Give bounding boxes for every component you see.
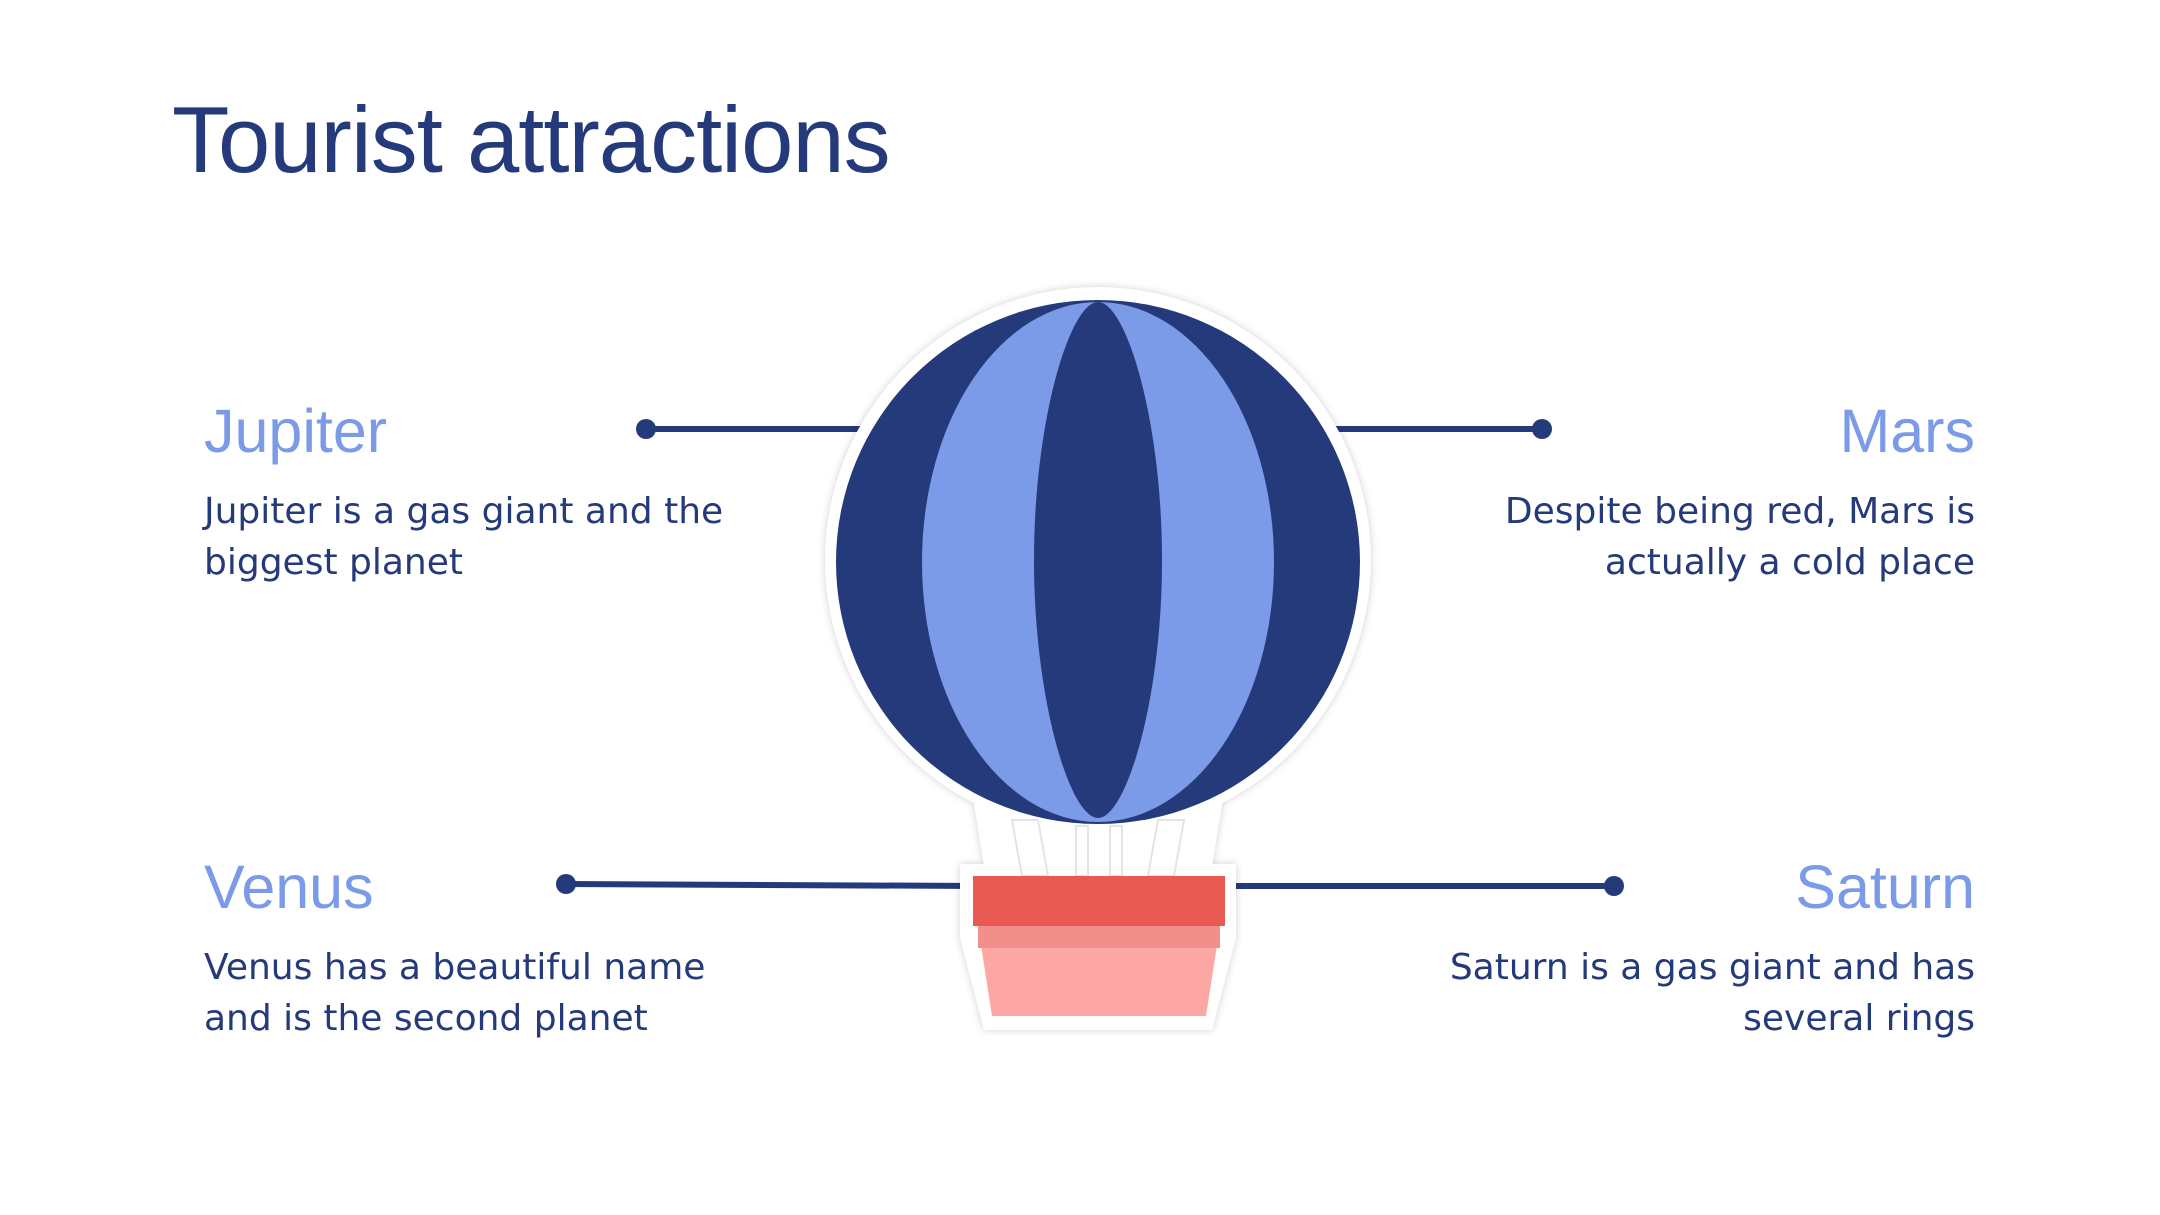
connector-jupiter xyxy=(636,419,870,439)
mars-title: Mars xyxy=(1839,397,1975,465)
jupiter-description: Jupiter is a gas giant and the biggest p… xyxy=(204,491,724,583)
connector-saturn xyxy=(1220,876,1624,896)
saturn-title: Saturn xyxy=(1795,853,1975,921)
venus-title: Venus xyxy=(204,853,374,921)
page-title: Tourist attractions xyxy=(172,87,891,192)
connector-venus xyxy=(556,874,981,894)
jupiter-title: Jupiter xyxy=(204,397,388,465)
venus-description: Venus has a beautiful name and is the se… xyxy=(204,947,706,1039)
connector-mars xyxy=(1320,419,1552,439)
hot-air-balloon-icon xyxy=(825,287,1371,1030)
mars-description: Despite being red, Mars is actually a co… xyxy=(1504,491,1975,583)
saturn-description: Saturn is a gas giant and has several ri… xyxy=(1449,947,1975,1039)
